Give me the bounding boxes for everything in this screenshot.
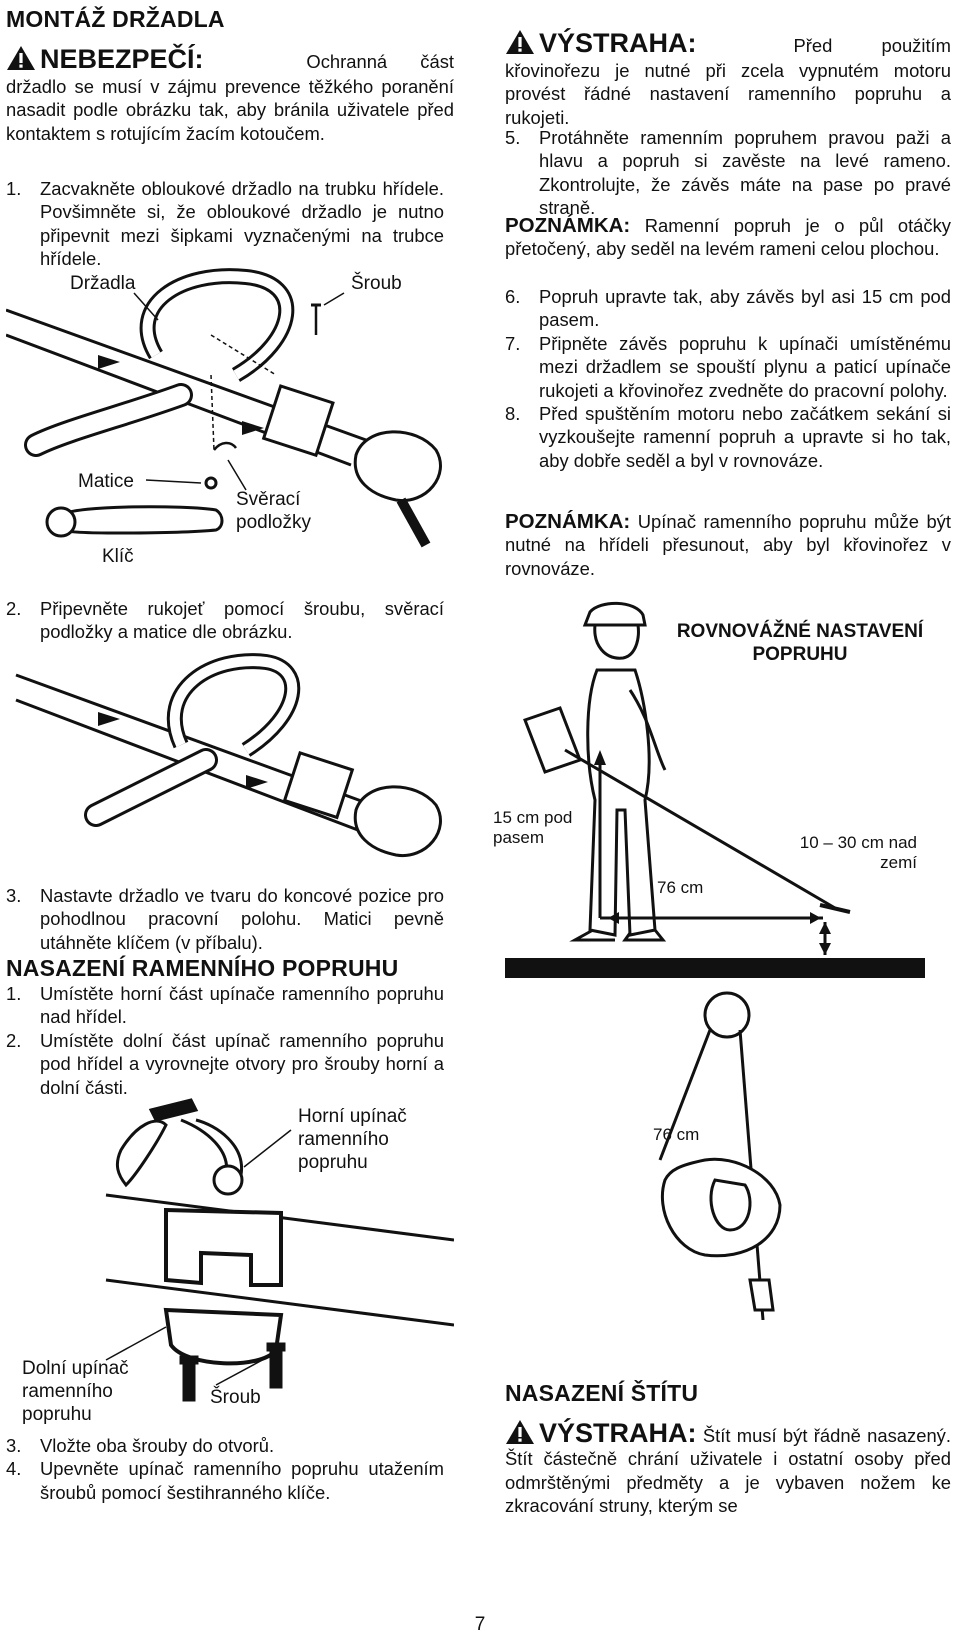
warning-word: VÝSTRAHA: (539, 28, 697, 58)
warning-block-2: VÝSTRAHA: Štít musí být řádně nasazený. … (505, 1416, 951, 1518)
heading-shoulder-strap: NASAZENÍ RAMENNÍHO POPRUHU (6, 955, 399, 981)
label-distance-top: 76 cm (653, 1125, 700, 1144)
list-item: 2. Připevněte rukojeť pomocí šroubu, svě… (6, 598, 444, 643)
list-item: 6. Popruh upravte tak, aby závěs byl asi… (505, 286, 951, 331)
strap-balance-figure (505, 601, 925, 1320)
list-item: 8. Před spuštěním motoru nebo začátkem s… (505, 403, 951, 471)
danger-text: držadlo se musí v zájmu prevence těžkého… (6, 76, 454, 144)
label-wrench: Klíč (102, 546, 134, 567)
list-item: 5. Protáhněte ramenním popruhem pravou p… (505, 127, 951, 219)
warning-triangle-icon (506, 30, 534, 54)
strap-steps-right: 6. Popruh upravte tak, aby závěs byl asi… (505, 285, 951, 472)
label-below-waist: 15 cm pod pasem (493, 808, 573, 847)
warning-text: křovinořezu je nutné při zcela vypnutém … (505, 60, 951, 128)
page-number: 7 (474, 1614, 486, 1635)
warning-block-1: VÝSTRAHA: Před použitím křovinořezu je n… (505, 26, 951, 129)
list-item: 3. Nastavte držadlo ve tvaru do koncové … (6, 885, 444, 953)
danger-text-inline: Ochranná část (306, 51, 454, 72)
label-clamp-bolt: Šroub (210, 1387, 261, 1408)
note-block-2: POZNÁMKA: Upínač ramenního popruhu může … (505, 510, 951, 580)
handle-adjusted-figure (15, 653, 442, 857)
heading-shield: NASAZENÍ ŠTÍTU (505, 1380, 699, 1406)
warning-text: Štít musí být řádně nasazený. Štít částe… (505, 1425, 951, 1517)
label-lower-clamp: Dolní upínač ramenního popruhu (22, 1358, 129, 1425)
heading-handle-assembly: MONTÁŽ DRŽADLA (6, 6, 225, 32)
figure-title: ROVNOVÁŽNÉ NASTAVENÍ POPRUHU (676, 621, 924, 665)
label-distance-side: 76 cm (657, 878, 704, 897)
warning-triangle-icon (506, 1420, 534, 1444)
list-item: 4. Upevněte upínač ramenního popruhu uta… (6, 1458, 444, 1503)
list-item: 2. Umístěte dolní část upínač ramenního … (6, 1029, 444, 1098)
list-item: 1. Umístěte horní část upínače ramenního… (6, 983, 444, 1028)
label-above-ground: 10 – 30 cm nad zemí (799, 833, 917, 872)
note-block-1: POZNÁMKA: Ramenní popruh je o půl otáčky… (505, 214, 951, 261)
danger-word: NEBEZPEČÍ: (40, 44, 204, 74)
warning-triangle-icon (7, 46, 35, 70)
note-text: Upínač ramenního popruhu může být nutné … (505, 511, 951, 579)
note-word: POZNÁMKA: (505, 214, 631, 237)
label-handle: Držadla (70, 273, 136, 294)
list-item: 1. Zacvakněte obloukové držadlo na trubk… (6, 178, 444, 270)
list-item: 3. Vložte oba šrouby do otvorů. (6, 1435, 275, 1456)
label-bolt: Šroub (351, 273, 402, 294)
note-text: Ramenní popruh je o půl otáčky přetočený… (505, 215, 951, 260)
strap-clamp-figure (105, 1098, 454, 1402)
warning-word: VÝSTRAHA: (539, 1418, 697, 1448)
label-nut: Matice (78, 471, 134, 492)
strap-steps: 1. Umístěte horní část upínače ramenního… (6, 982, 444, 1099)
note-word: POZNÁMKA: (505, 510, 631, 533)
clamp-steps: 3. Vložte oba šrouby do otvorů. 4. Upevn… (6, 1434, 444, 1504)
warning-text-inline: Před použitím (793, 35, 951, 56)
handle-assembly-figure (6, 268, 442, 548)
list-item: 7. Připněte závěs popruhu k upínači umís… (505, 332, 951, 401)
label-washer: Svěrací podložky (236, 489, 311, 533)
danger-block: NEBEZPEČÍ: Ochranná část držadlo se musí… (6, 42, 454, 145)
label-upper-clamp: Horní upínač ramenního popruhu (298, 1106, 407, 1173)
